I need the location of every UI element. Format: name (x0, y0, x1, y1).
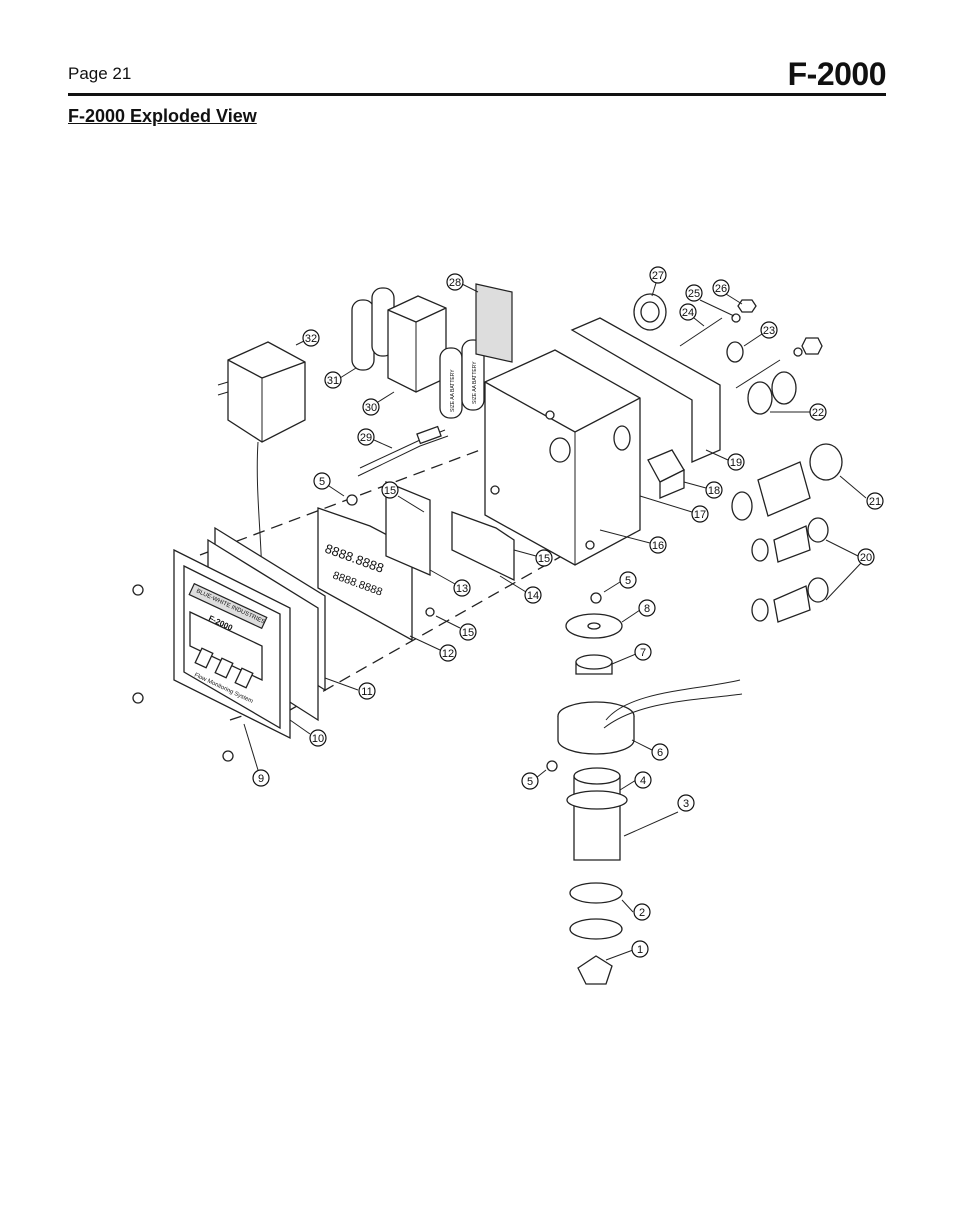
callout-5c: 5 (521, 769, 547, 790)
svg-text:10: 10 (312, 733, 324, 745)
sensor-assembly (557, 613, 743, 985)
svg-text:6: 6 (657, 747, 663, 759)
callout-27: 27 (649, 266, 667, 297)
front-panel: BLUE-WHITE INDUSTRIES F-2000 Flow Monito… (173, 548, 291, 740)
callout-30: 30 (362, 391, 395, 416)
svg-text:22: 22 (812, 407, 824, 419)
battery-holder (387, 295, 447, 393)
svg-text:26: 26 (715, 283, 727, 295)
svg-text:30: 30 (365, 402, 377, 414)
svg-text:14: 14 (527, 590, 539, 602)
callout-25: 25 (685, 284, 735, 317)
section-title: F-2000 Exploded View (68, 106, 257, 126)
callout-12: 12 (409, 635, 457, 662)
circuit-boards: 8888.8888 8888.8888 (317, 481, 515, 642)
small-hardware (132, 293, 823, 772)
callout-13: 13 (429, 569, 471, 597)
svg-text:16: 16 (652, 540, 664, 552)
callout-10: 10 (289, 719, 327, 747)
svg-text:20: 20 (860, 552, 872, 564)
svg-text:5: 5 (319, 476, 325, 488)
callout-19: 19 (705, 449, 745, 471)
callout-23: 23 (743, 321, 778, 347)
callout-18: 18 (683, 481, 723, 499)
callout-1: 1 (605, 940, 649, 961)
callout-31: 31 (324, 367, 357, 389)
svg-text:9: 9 (258, 773, 264, 785)
svg-text:32: 32 (305, 333, 317, 345)
svg-text:15: 15 (384, 485, 396, 497)
callout-28: 28 (446, 273, 479, 293)
svg-text:8: 8 (644, 603, 650, 615)
callout-3: 3 (677, 794, 695, 812)
battery-pair: SIZE AA BATTERY SIZE AA BATTERY (439, 339, 485, 419)
svg-text:23: 23 (763, 325, 775, 337)
callout-22: 22 (770, 403, 827, 421)
cable-glands (731, 371, 843, 623)
callout-5b: 5 (603, 571, 637, 593)
hole-plug (647, 449, 685, 499)
callout-21: 21 (839, 475, 884, 510)
callout-6: 6 (631, 739, 669, 761)
battery-label-2: SIZE AA BATTERY (472, 361, 478, 404)
svg-text:24: 24 (682, 307, 694, 319)
callout-24: 24 (679, 303, 705, 327)
callout-4: 4 (619, 771, 652, 791)
svg-text:29: 29 (360, 432, 372, 444)
callout-20: 20 (825, 539, 875, 601)
callout-15a: 15 (381, 481, 425, 513)
svg-text:7: 7 (640, 647, 646, 659)
callout-11: 11 (324, 677, 376, 700)
enclosure-gasket (570, 317, 721, 463)
svg-text:12: 12 (442, 648, 454, 660)
callout-2: 2 (621, 899, 651, 921)
callout-15c: 15 (513, 549, 553, 567)
callout-8: 8 (621, 599, 656, 623)
callout-29: 29 (357, 428, 393, 449)
model-title: F-2000 (787, 56, 887, 92)
svg-text:15: 15 (538, 553, 550, 565)
callout-15b: 15 (435, 615, 477, 641)
svg-text:31: 31 (327, 375, 339, 387)
svg-text:19: 19 (730, 457, 742, 469)
svg-text:4: 4 (640, 775, 646, 787)
page-number: Page 21 (68, 64, 132, 83)
svg-text:25: 25 (688, 288, 700, 300)
callout-14: 14 (499, 575, 542, 604)
callout-32: 32 (295, 329, 320, 347)
wire-harness (357, 425, 449, 477)
svg-text:2: 2 (639, 907, 645, 919)
svg-text:21: 21 (869, 496, 881, 508)
callout-26: 26 (712, 279, 743, 305)
svg-text:5: 5 (527, 776, 533, 788)
callout-9: 9 (243, 723, 270, 787)
svg-text:17: 17 (694, 509, 706, 521)
enclosure-box (484, 349, 641, 566)
svg-text:28: 28 (449, 277, 461, 289)
header-rule (68, 93, 886, 96)
callout-5a: 5 (313, 472, 345, 497)
svg-text:11: 11 (361, 686, 372, 698)
svg-text:1: 1 (637, 944, 643, 956)
callout-17: 17 (639, 495, 709, 523)
callout-16: 16 (599, 529, 667, 554)
svg-text:27: 27 (652, 270, 664, 282)
svg-text:3: 3 (683, 798, 689, 810)
battery-label-1: SIZE AA BATTERY (450, 369, 456, 412)
callout-7: 7 (611, 643, 652, 665)
foam-pad (475, 283, 513, 363)
svg-text:5: 5 (625, 575, 631, 587)
svg-text:15: 15 (462, 627, 474, 639)
svg-text:18: 18 (708, 485, 720, 497)
svg-text:13: 13 (456, 583, 468, 595)
